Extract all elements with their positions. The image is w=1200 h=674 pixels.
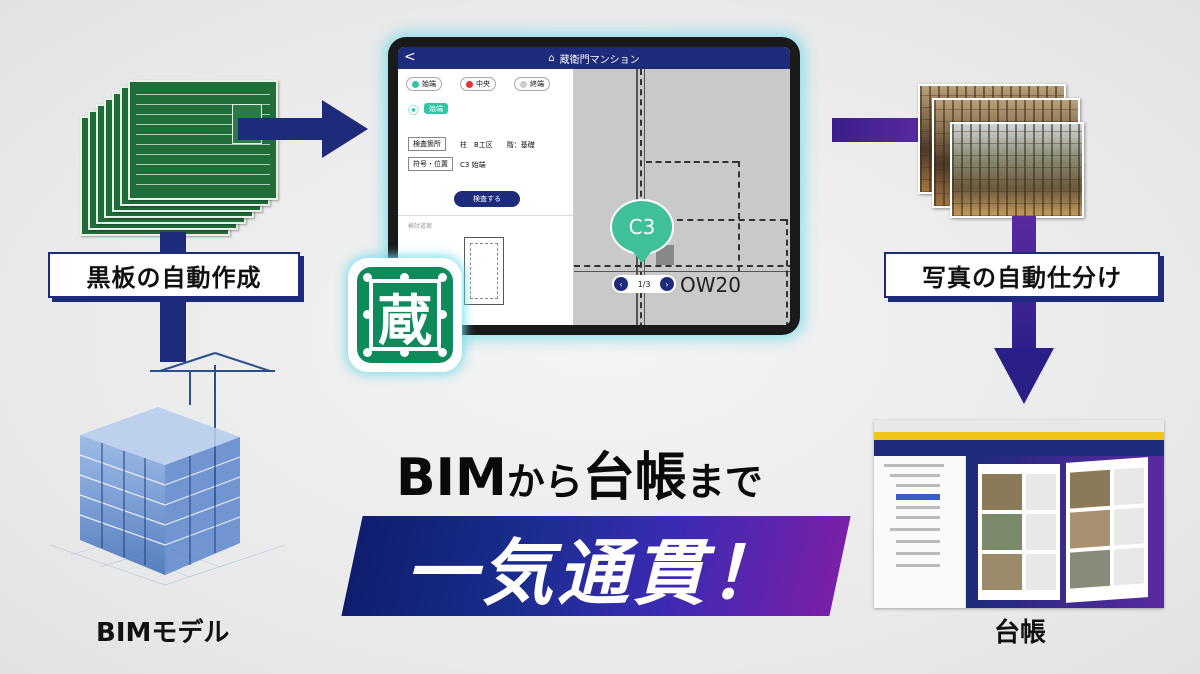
blackboard-stack xyxy=(80,80,278,240)
ledger-page-right xyxy=(1066,457,1148,603)
photo-pager: ‹ 1/3 › xyxy=(612,275,676,293)
app-title: 蔵衛門マンション xyxy=(559,54,640,66)
tablet-screen: < ⌂ 蔵衛門マンション 始端 中央 終端 ⦿ 始端 検査箇所 柱 B工区 階：… xyxy=(398,47,790,325)
column-section-diagram xyxy=(464,237,504,305)
section-label: 検討道案 xyxy=(408,223,433,230)
construction-photo-front xyxy=(950,122,1084,218)
pin-tag: 始端 xyxy=(424,103,448,114)
ledger-header xyxy=(874,440,1164,456)
filter-label: 中央 xyxy=(476,80,490,88)
filter-label: 終端 xyxy=(530,80,544,88)
headline-kara: から xyxy=(506,460,583,504)
filter-start[interactable]: 始端 xyxy=(406,77,442,91)
location-pin-icon: ⦿ xyxy=(408,104,419,117)
ledger-page-left xyxy=(978,464,1060,600)
home-icon: ⌂ xyxy=(548,52,555,64)
c3-marker[interactable]: C3 xyxy=(610,199,674,255)
blackboard-auto-label: 黒板の自動作成 xyxy=(48,252,304,302)
status-dot-icon xyxy=(466,80,473,88)
ledger-app-screenshot xyxy=(874,420,1164,608)
kuraemon-app-icon: 蔵 xyxy=(348,258,462,372)
arrow-down-icon xyxy=(994,348,1054,404)
field-value-location: 柱 B工区 階：基礎 xyxy=(460,141,535,149)
notice-bar xyxy=(874,432,1164,440)
next-icon[interactable]: › xyxy=(660,277,674,291)
arrow-shaft xyxy=(832,118,924,142)
status-dot-icon xyxy=(412,80,419,88)
bim-model-caption: BIMモデル xyxy=(96,618,230,648)
field-value-code: C3 始端 xyxy=(460,161,486,169)
bim-building-model xyxy=(49,352,286,585)
ledger-viewer xyxy=(966,456,1164,608)
headline-daicho: 台帳 xyxy=(582,448,687,508)
filter-label: 始端 xyxy=(422,80,436,88)
pager-count: 1/3 xyxy=(637,279,651,289)
headline-line1: BIM から 台帳 まで xyxy=(396,440,763,508)
divider xyxy=(398,215,573,216)
headline-bim: BIM xyxy=(396,448,507,508)
filter-middle[interactable]: 中央 xyxy=(460,77,496,91)
app-header: < ⌂ 蔵衛門マンション xyxy=(398,47,790,69)
browser-bar xyxy=(874,420,1164,432)
blackboard-card-front xyxy=(128,80,278,200)
blackboard-auto-text: 黒板の自動作成 xyxy=(86,263,262,292)
marker-pointer xyxy=(632,251,652,263)
floor-plan-map[interactable]: C3 ‹ 1/3 › OW20 xyxy=(574,69,790,325)
filter-end[interactable]: 終端 xyxy=(514,77,550,91)
arrow-shaft xyxy=(238,118,326,140)
photo-sort-text: 写真の自動仕分け xyxy=(922,263,1122,292)
headline-line2: 一気通貫！ xyxy=(404,530,785,615)
grid-label: OW20 xyxy=(680,273,741,297)
inspect-button[interactable]: 検査する xyxy=(454,191,520,207)
field-key-location: 検査箇所 xyxy=(408,137,446,151)
headline-made: まで xyxy=(686,460,763,504)
field-key-code: 符号・位置 xyxy=(408,157,453,171)
app-icon-glyph: 蔵 xyxy=(378,287,432,352)
ledger-tree xyxy=(874,456,966,608)
arrow-right-icon xyxy=(322,100,368,158)
back-button[interactable]: < xyxy=(404,49,416,65)
status-dot-icon xyxy=(520,80,527,88)
photo-sort-label: 写真の自動仕分け xyxy=(884,252,1164,302)
ledger-caption: 台帳 xyxy=(994,618,1047,648)
prev-icon[interactable]: ‹ xyxy=(614,277,628,291)
